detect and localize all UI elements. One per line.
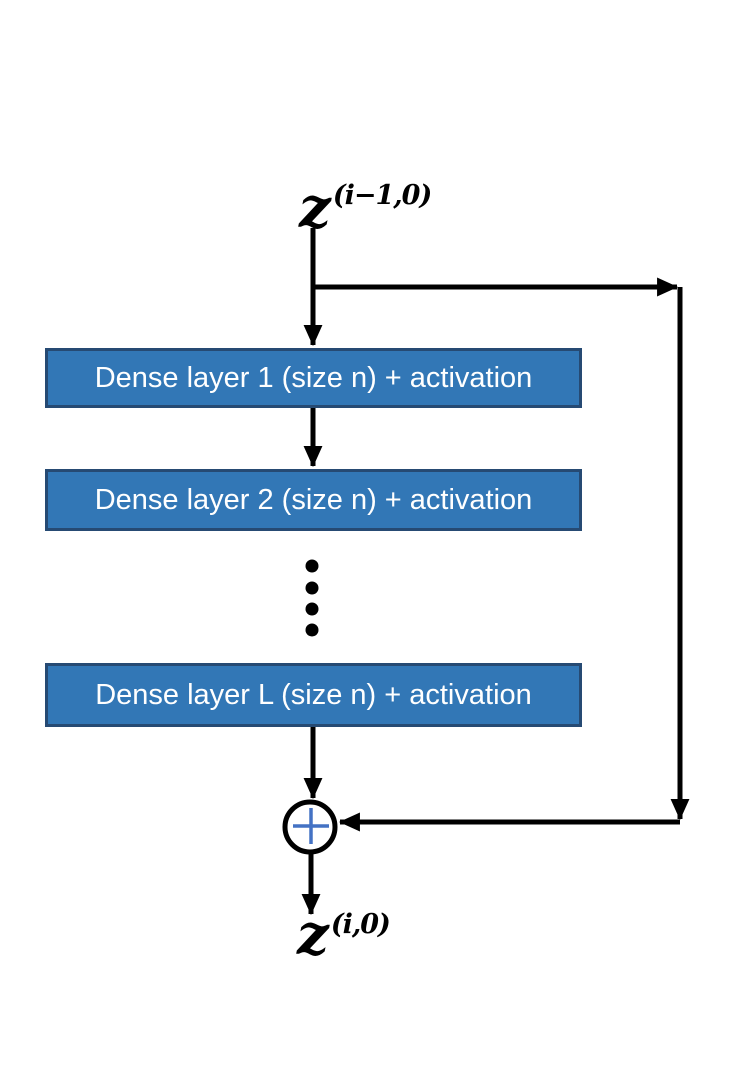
ellipsis-dots bbox=[305, 559, 319, 637]
output-label: z(i,0) bbox=[297, 907, 391, 963]
ellipsis-dot bbox=[305, 623, 319, 637]
input-label-superscript: (i−1,0) bbox=[332, 180, 432, 211]
sum-node bbox=[282, 799, 338, 855]
input-label: z(i−1,0) bbox=[299, 180, 432, 236]
output-label-superscript: (i,0) bbox=[330, 909, 391, 940]
output-label-base: z bbox=[297, 902, 329, 968]
ellipsis-dot bbox=[305, 581, 319, 595]
input-label-base: z bbox=[299, 175, 331, 241]
ellipsis-dot bbox=[305, 602, 319, 616]
ellipsis-dot bbox=[305, 559, 319, 573]
dense-layer-2-box: Dense layer 2 (size n) + activation bbox=[45, 469, 582, 531]
dense-layer-L-box: Dense layer L (size n) + activation bbox=[45, 663, 582, 727]
dense-layer-1-box: Dense layer 1 (size n) + activation bbox=[45, 348, 582, 408]
